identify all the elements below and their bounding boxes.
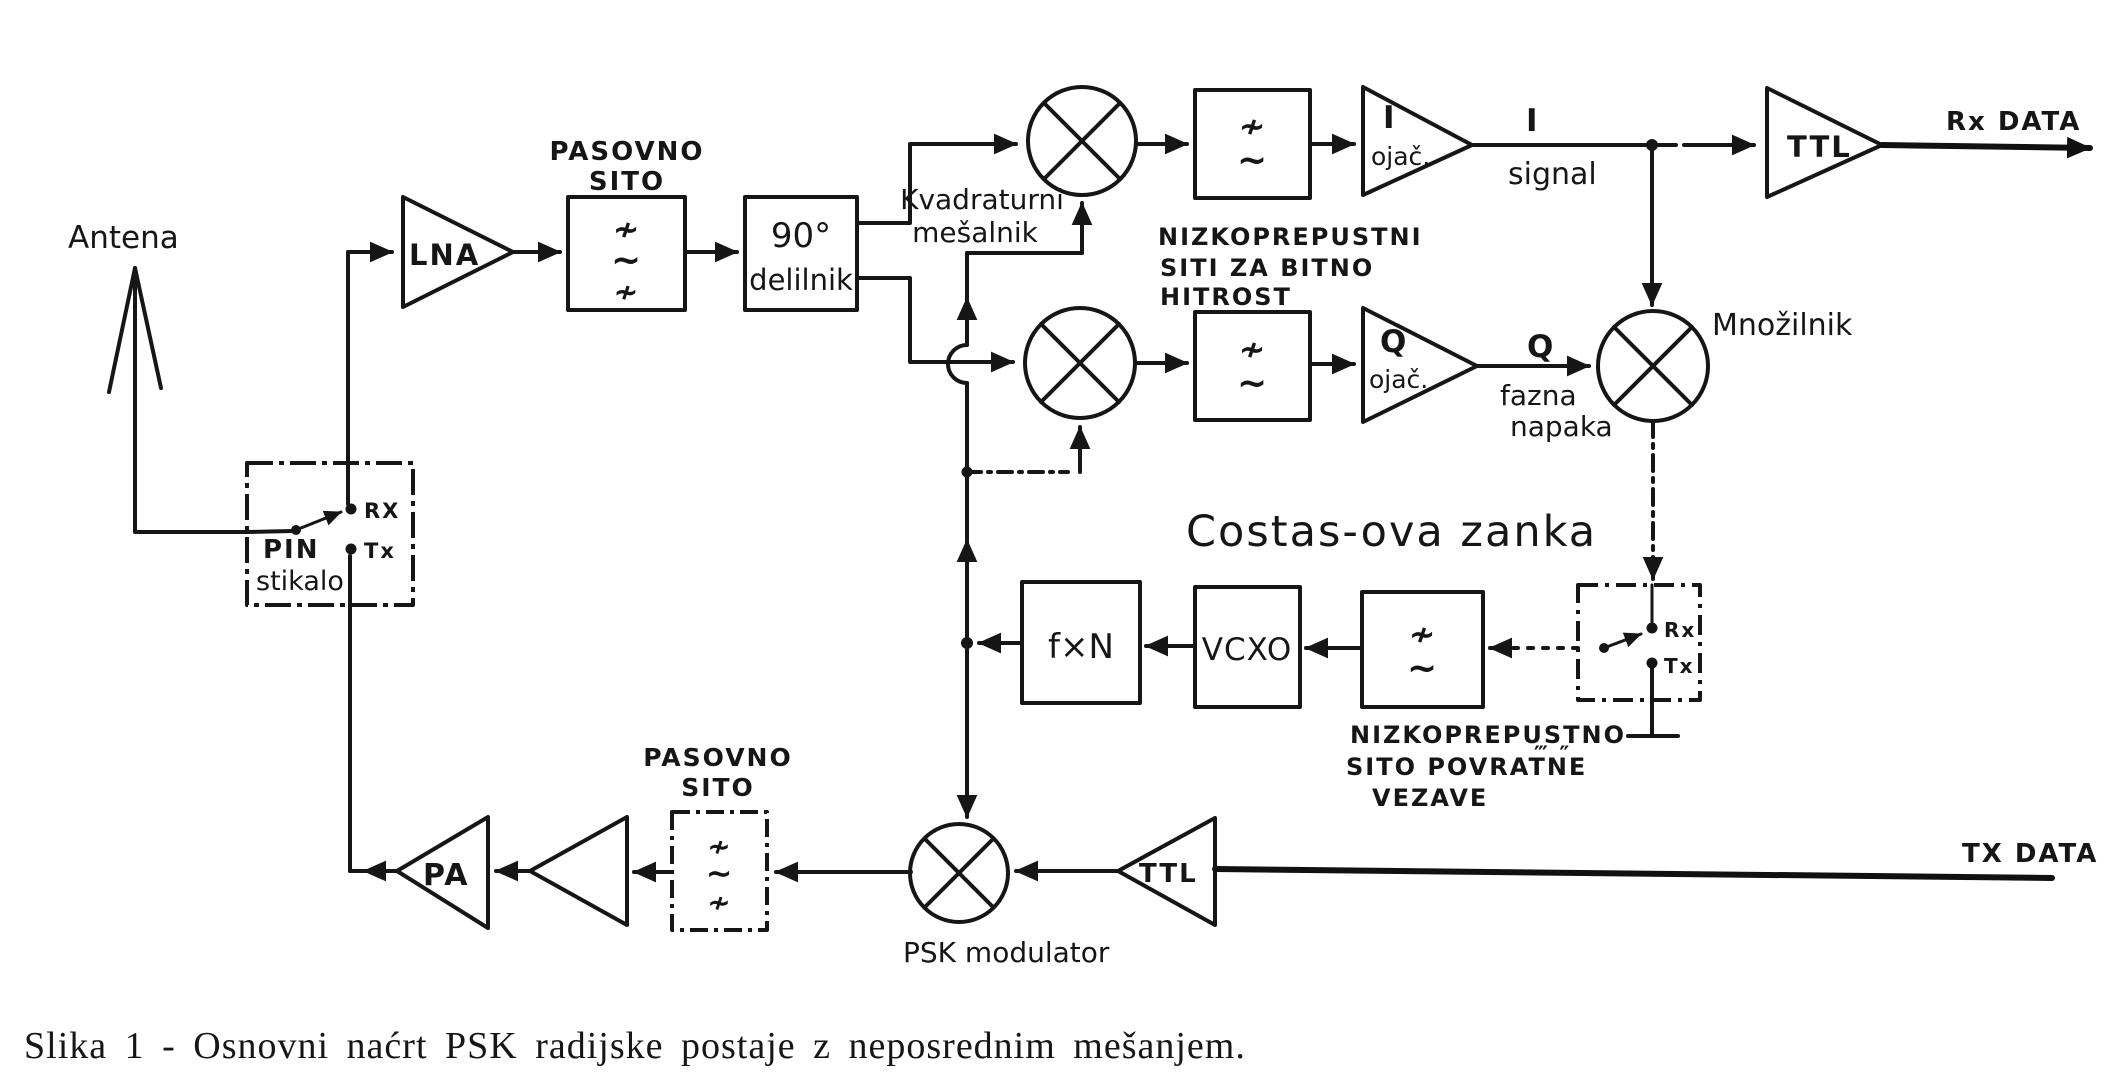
i-amp-label-2: ojač. (1371, 142, 1430, 171)
lna-amplifier: LNA (401, 195, 562, 309)
tx-driver-amplifier (494, 815, 629, 927)
rx-data-label: Rx DATA (1946, 107, 2081, 137)
pin-switch-block: RX Tx PIN stikalo (245, 241, 415, 873)
fxn-block: f×N (977, 580, 1142, 705)
bandpass-rx-label-1: PASOVNO (550, 137, 705, 167)
costas-loop-label: Costas-ova zanka (1186, 507, 1597, 557)
pin-rx-label: RX (364, 499, 400, 523)
feedback-rx-tx-switch: Rx Tx (1488, 583, 1702, 738)
filter-wave-icon: ≁ (613, 275, 638, 310)
psk-modulator-mixer: PSK modulator (774, 822, 1110, 969)
filter-wave-icon: ≁ (707, 886, 730, 919)
bandpass-filter-tx: ≁ ∼ ≁ PASOVNO SITO (632, 743, 793, 932)
q-amplifier: Q ojač. (1361, 306, 1479, 424)
lowpass-bitrate-line2: SITI ZA BITNO (1160, 254, 1374, 282)
multiplier-label: Množilnik (1712, 308, 1853, 343)
i-signal-label-1: I (1526, 103, 1540, 139)
filter-wave-icon: ≁ (1409, 615, 1436, 653)
tx-data-label: TX DATA (1962, 839, 2098, 869)
q-amp-label-1: Q (1380, 324, 1408, 360)
fb-rx-label: Rx (1664, 618, 1696, 642)
ttl-driver-tx: TTL (1014, 816, 1217, 927)
antenna-symbol: Antena (68, 220, 249, 534)
bandpass-filter-rx: ≁ ∼ ≁ PASOVNO SITO (550, 137, 739, 312)
lowpass-bitrate-label: NIZKOPREPUSTNI SITI ZA BITNO HITROST (1158, 223, 1423, 311)
figure-caption: Slika 1 - Osnovni naćrt PSK radijske pos… (24, 1025, 1246, 1067)
pa-label: PA (423, 858, 469, 893)
i-signal-line: I signal (1470, 103, 1756, 192)
quad-mixer-label-2: mešalnik (912, 216, 1039, 249)
tx-data-line: TX DATA (1212, 839, 2098, 881)
fb-tx-label: Tx (1664, 654, 1695, 678)
multiplier-mixer: Množilnik (1596, 149, 1853, 581)
filter-wave-icon: ∼ (611, 240, 641, 281)
quadrature-divider-block: 90° delilnik (743, 133, 1018, 373)
lowpass-filter-q: ≁ ∼ (1133, 310, 1356, 422)
lowpass-bitrate-line1: NIZKOPREPUSTNI (1158, 223, 1423, 251)
lowpass-fb-line3: VEZAVE (1372, 784, 1488, 812)
bandpass-rx-label-2: SITO (589, 167, 665, 197)
q-amp-label-2: ojač. (1369, 365, 1428, 394)
lowpass-filter-i: ≁ ∼ (1134, 88, 1356, 200)
quad-mixer-label-1: Kvadraturni (900, 183, 1064, 216)
filter-wave-icon: ≁ (1239, 107, 1266, 145)
quadrature-mixer-q (1023, 306, 1137, 420)
vcxo-label: VCXO (1202, 632, 1293, 668)
q-phase-error-line: Q fazna napaka (1475, 329, 1613, 443)
bandpass-tx-label-2: SITO (681, 773, 755, 802)
bandpass-tx-label-1: PASOVNO (643, 743, 793, 772)
ttl-tx-label: TTL (1139, 859, 1198, 889)
i-signal-label-2: signal (1508, 157, 1597, 192)
lowpass-fb-line2: SITO POVRATNE (1346, 753, 1587, 781)
filter-wave-icon: ≁ (613, 210, 640, 248)
feedback-switch-arm (1602, 632, 1643, 650)
divider-label-1: 90° (771, 216, 831, 256)
filter-wave-icon: ∼ (1407, 648, 1437, 689)
filter-wave-icon: ≁ (707, 830, 730, 863)
lna-label: LNA (409, 238, 480, 272)
lo-distribution-lines (946, 201, 1093, 819)
i-amplifier: I ojač. (1361, 85, 1474, 197)
lowpass-bitrate-line3: HITROST (1160, 283, 1292, 311)
lowpass-fb-marks: ‴ ″ (1534, 743, 1571, 768)
q-phase-label-3: napaka (1510, 410, 1613, 443)
lowpass-fb-line1: NIZKOPREPUSTNO (1350, 721, 1626, 749)
antenna-label: Antena (68, 220, 179, 256)
filter-wave-icon: ∼ (1237, 363, 1267, 404)
pin-switch-label-2: stikalo (256, 566, 344, 597)
pin-switch-label-1: PIN (263, 535, 320, 565)
ttl-driver-rx: TTL Rx DATA (1765, 86, 2093, 199)
lowpass-filter-feedback: ≁ ∼ NIZKOPREPUSTNO SITO POVRATNE ‴ ″ VEZ… (1304, 590, 1626, 812)
filter-wave-icon: ∼ (706, 854, 733, 892)
psk-modulator-label: PSK modulator (903, 936, 1110, 969)
q-phase-label-1: Q (1527, 329, 1555, 365)
q-phase-label-2: fazna (1500, 379, 1577, 412)
pin-tx-label: Tx (364, 539, 396, 563)
ttl-rx-label: TTL (1787, 130, 1852, 164)
quadrature-mixer-i (1026, 85, 1138, 197)
filter-wave-icon: ≁ (1239, 330, 1266, 368)
divider-label-2: delilnik (749, 263, 853, 297)
pin-switch-arm (294, 510, 343, 532)
i-amp-label-1: I (1383, 100, 1397, 136)
filter-wave-icon: ∼ (1237, 140, 1267, 181)
fxn-label: f×N (1048, 627, 1114, 667)
vcxo-block: VCXO (1144, 585, 1302, 709)
pa-amplifier: PA (348, 815, 490, 930)
